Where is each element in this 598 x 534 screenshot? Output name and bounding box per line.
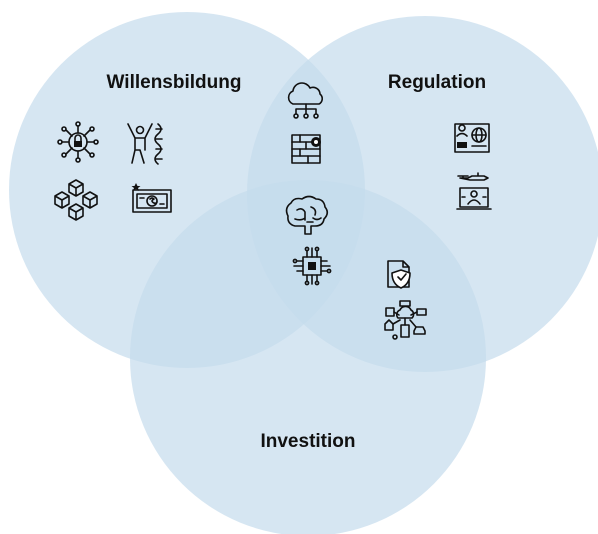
- chip-icon: [292, 246, 332, 286]
- banknote-icon: [131, 183, 172, 213]
- brain-circuit-icon: [285, 195, 329, 235]
- person-dna-icon: [127, 123, 163, 165]
- label-investition: Investition: [260, 431, 355, 452]
- document-shield-icon: [387, 260, 411, 289]
- network-lock-icon: [57, 121, 99, 163]
- firewall-gear-icon: [291, 134, 321, 164]
- drone-monitor-icon: [456, 172, 492, 210]
- circle-investition: [130, 180, 486, 534]
- label-willensbildung: Willensbildung: [107, 72, 242, 93]
- iot-network-icon: [384, 300, 427, 340]
- label-regulation: Regulation: [388, 72, 486, 93]
- id-card-globe-icon: [454, 123, 490, 153]
- cloud-network-icon: [287, 82, 324, 119]
- blockchain-cubes-icon: [54, 179, 98, 221]
